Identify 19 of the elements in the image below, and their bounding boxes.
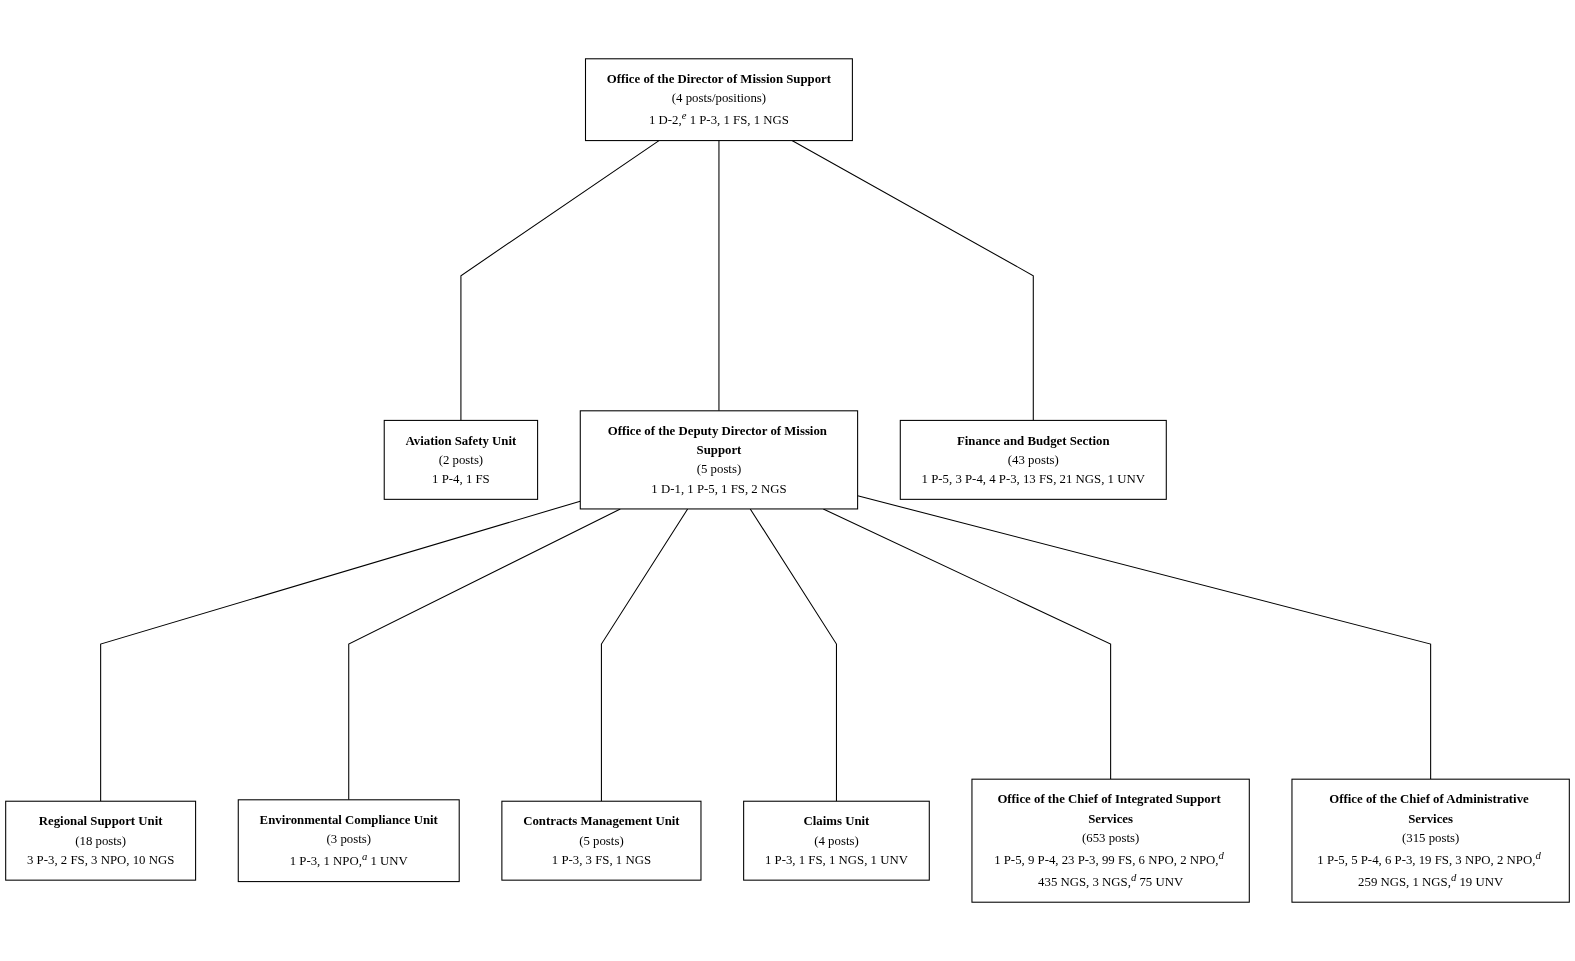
node-box: Office of the Chief of Administrative Services (315 posts) 1 P-5, 5 P-4, 6 P-3, 19 FS, 3 NPO, 2 NPO,$^{d}$ 259 NGS, 1 NGS,$^{d}$ 19 UNV — [1291, 778, 1570, 903]
connector — [857, 495, 1432, 780]
connector — [460, 140, 660, 421]
node-box: Contracts Management Unit (5 posts) 1 P-3, 3 FS, 1 NGS — [501, 800, 702, 881]
connector — [600, 508, 689, 802]
connector — [348, 508, 621, 801]
connector — [749, 508, 837, 802]
connector — [791, 140, 1034, 421]
connector — [100, 500, 581, 802]
node-box: Office of the Chief of Integrated Support Services (653 posts) 1 P-5, 9 P-4, 23 P-3, 99 FS, 6 NPO, 2 NPO,$^{d}$ 435 NGS, 3 NGS,$^{d}$ 75 UNV — [971, 778, 1250, 903]
node-box: Environmental Compliance Unit (3 posts) 1 P-3, 1 NPO,$^{a}$ 1 UNV — [237, 799, 460, 883]
node-box: Office of the Director of Mission Support (4 posts/positions) 1 D-2,$^{e}$ 1 P-3, 1 FS, 1 NGS — [584, 58, 853, 142]
node-box: Office of the Deputy Director of Mission Support (5 posts) 1 D-1, 1 P-5, 1 FS, 2 NGS — [579, 410, 859, 510]
node-box: Regional Support Unit (18 posts) 3 P-3, 2 FS, 3 NPO, 10 NGS — [5, 800, 197, 881]
connector — [822, 508, 1112, 780]
node-box: Aviation Safety Unit (2 posts) 1 P-4, 1 FS — [383, 419, 539, 500]
node-box: Finance and Budget Section (43 posts) 1 P-5, 3 P-4, 4 P-3, 13 FS, 21 NGS, 1 UNV — [899, 419, 1167, 500]
node-box: Claims Unit (4 posts) 1 P-3, 1 FS, 1 NGS, 1 UNV — [743, 800, 930, 881]
connector — [718, 140, 720, 412]
